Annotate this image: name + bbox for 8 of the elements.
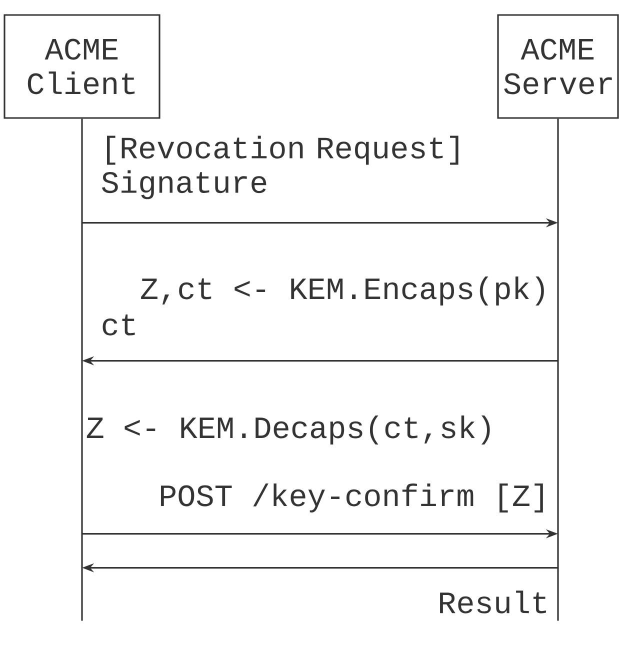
message-label: POST /key-confirm [Z] <box>160 484 543 512</box>
computation-note: Z <- KEM.Decaps(ct,sk) <box>86 416 490 444</box>
participant-box: ACME Client <box>4 14 160 119</box>
message-label: ct <box>102 314 135 336</box>
message-label: Result <box>440 590 546 614</box>
computation-note: Z,ct <- KEM.Encaps(pk) <box>141 276 544 306</box>
message-label: [Revocation Request] Signature <box>102 136 458 200</box>
participant-box: ACME Server <box>497 14 619 119</box>
